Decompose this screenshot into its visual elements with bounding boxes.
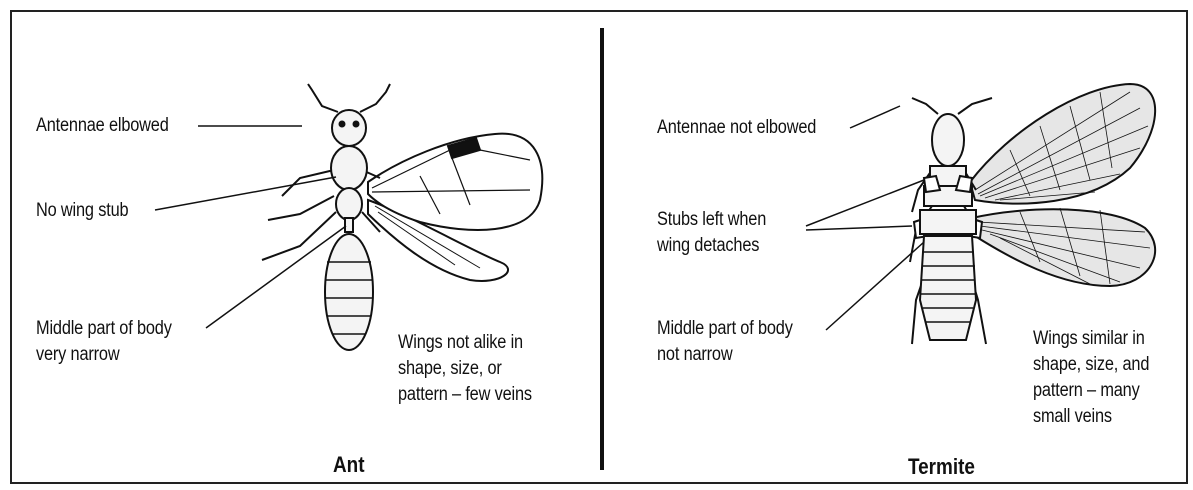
ant-label-wing-stub: No wing stub <box>36 198 128 224</box>
termite-label-antennae: Antennae not elbowed <box>657 115 816 141</box>
termite-label-middle-line2: not narrow <box>657 342 793 368</box>
termite-label-wings-line3: pattern – many <box>1033 378 1149 404</box>
ant-label-wings: Wings not alike in shape, size, or patte… <box>398 330 532 408</box>
termite-label-wings-line2: shape, size, and <box>1033 352 1149 378</box>
ant-antenna-left <box>308 84 338 112</box>
ant-leg-mid <box>268 196 334 220</box>
ant-gaster <box>325 234 373 350</box>
ant-waist <box>345 218 353 232</box>
ant-label-wings-line3: pattern – few veins <box>398 382 532 408</box>
termite-antenna-left <box>912 98 938 114</box>
termite-leader-lines <box>806 106 924 330</box>
termite-wing-stub-front <box>924 176 940 192</box>
ant-antenna-right <box>360 84 390 112</box>
termite-title: Termite <box>908 454 975 480</box>
termite-label-stubs: Stubs left when wing detaches <box>657 207 766 259</box>
termite-label-wings-line4: small veins <box>1033 404 1149 430</box>
termite-antenna-right <box>958 98 992 114</box>
termite-illustration <box>910 84 1155 344</box>
ant-thorax <box>331 146 367 190</box>
ant-title: Ant <box>333 452 365 478</box>
ant-label-middle-line1: Middle part of body <box>36 316 172 342</box>
termite-label-wings-line1: Wings similar in <box>1033 326 1149 352</box>
ant-illustration <box>262 84 542 350</box>
ant-label-wings-line2: shape, size, or <box>398 356 532 382</box>
ant-label-wings-line1: Wings not alike in <box>398 330 532 356</box>
ant-head <box>332 110 366 146</box>
ant-label-middle-body: Middle part of body very narrow <box>36 316 172 368</box>
termite-label-stubs-line2: wing detaches <box>657 233 766 259</box>
termite-label-middle-body: Middle part of body not narrow <box>657 316 793 368</box>
termite-head <box>932 114 964 166</box>
ant-label-middle-line2: very narrow <box>36 342 172 368</box>
ant-leg-front <box>282 170 334 196</box>
ant-label-antennae: Antennae elbowed <box>36 113 169 139</box>
termite-label-wings: Wings similar in shape, size, and patter… <box>1033 326 1149 430</box>
termite-label-stubs-line1: Stubs left when <box>657 207 766 233</box>
ant-leader-lines <box>155 126 346 328</box>
termite-label-middle-line1: Middle part of body <box>657 316 793 342</box>
